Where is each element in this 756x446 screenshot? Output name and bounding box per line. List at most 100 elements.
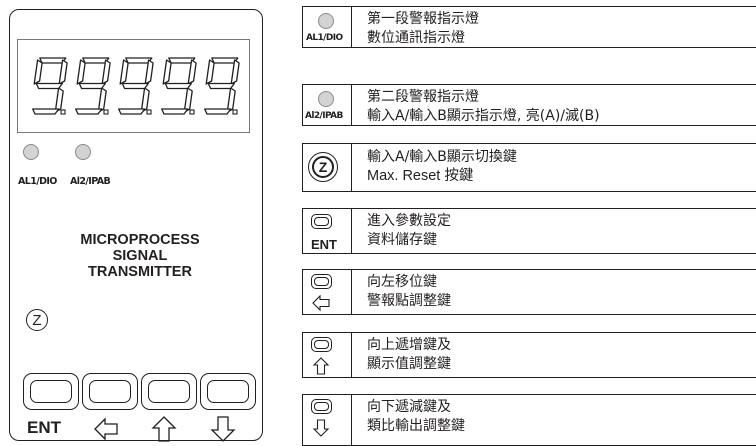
digit-segment: [119, 59, 129, 85]
digit-segment: [35, 82, 63, 90]
z-button-label: Z: [32, 311, 42, 329]
row-description: 向下遞減鍵及 類比輸出調整鍵: [367, 398, 465, 436]
digit-segment: [183, 87, 193, 113]
row-line: 類比輸出調整鍵: [367, 418, 465, 434]
legend-row-al2: Al2/IPAB 第二段警報指示燈 輸入A/輸入B顯示指示燈, 亮(A)/滅(B…: [302, 84, 756, 126]
decimal-point: [103, 109, 109, 115]
row-divider: [351, 270, 352, 314]
left-key-inner: [89, 380, 131, 403]
row-divider: [351, 333, 352, 377]
legend-row-left-key: 向左移位鍵 警報點調整鍵: [302, 269, 756, 315]
row-line: 輸入A/輸入B顯示切換鍵: [367, 149, 517, 165]
digit-segment: [144, 59, 154, 85]
row-line: 警報點調整鍵: [367, 293, 451, 309]
left-arrow-icon: [94, 417, 118, 441]
front-panel: [9, 9, 263, 441]
row-line: 輸入A/輸入B顯示指示燈, 亮(A)/滅(B): [367, 108, 600, 124]
row-line: 第一段警報指示燈: [367, 11, 479, 27]
row-divider: [351, 144, 352, 191]
digit-segment: [164, 82, 192, 90]
left-arrow-key-icon: [303, 270, 351, 314]
down-key[interactable]: [200, 373, 256, 410]
up-key-icon-shape: [311, 337, 332, 352]
digit-segment: [101, 59, 111, 85]
digit-segment: [226, 87, 236, 113]
device-title-line-1: MICROPROCESS: [80, 232, 200, 248]
row-divider: [351, 7, 352, 47]
row-divider: [351, 85, 352, 125]
digit-segment: [75, 108, 103, 115]
digit-segment: [207, 82, 235, 90]
legend-row-down-key: 向下遞減鍵及 類比輸出調整鍵: [302, 394, 756, 446]
legend-row-al1: AL1/DIO 第一段警報指示燈 數位通訊指示燈: [302, 6, 756, 48]
digit-segment: [58, 59, 68, 85]
digit-segment: [230, 59, 240, 85]
row-description: 第一段警報指示燈 數位通訊指示燈: [367, 10, 479, 48]
led-icon-dot: [318, 13, 334, 29]
row-description: 進入參數設定 資料儲存鍵: [367, 212, 451, 250]
row-description: 第二段警報指示燈 輸入A/輸入B顯示指示燈, 亮(A)/滅(B): [367, 88, 600, 126]
z-key-icon: Z: [303, 144, 351, 191]
al2-ipab-label: Al2/IPAB: [70, 176, 111, 187]
row-line: 向左移位鍵: [367, 274, 437, 290]
row-line: Max. Reset 按鍵: [367, 168, 474, 184]
led-icon: Al2/IPAB: [303, 85, 351, 125]
al1-dio-led-icon: [23, 144, 39, 160]
legend-row-ent-key: ENT 進入參數設定 資料儲存鍵: [302, 208, 756, 254]
down-arrow-icon: [312, 419, 330, 437]
decimal-point: [189, 109, 195, 115]
legend-row-z-key: Z 輸入A/輸入B顯示切換鍵 Max. Reset 按鍵: [302, 143, 756, 192]
z-key-icon-label: Z: [318, 159, 328, 175]
device-title-line-3: TRANSMITTER: [88, 264, 192, 280]
row-divider: [351, 209, 352, 253]
al2-ipab-led-icon: [75, 144, 91, 160]
row-line: 數位通訊指示燈: [367, 30, 465, 46]
digit-segment: [205, 59, 215, 85]
digit-segment: [121, 82, 149, 90]
row-divider: [351, 395, 352, 445]
ent-key-icon-shape: [311, 214, 332, 229]
al1-dio-label: AL1/DIO: [18, 176, 57, 187]
z-key-outer-ring: [308, 152, 338, 182]
row-line: 向上遞增鍵及: [367, 337, 451, 353]
decimal-point: [146, 109, 152, 115]
digit-segment: [54, 87, 64, 113]
digit-segment: [162, 59, 172, 85]
down-key-inner: [207, 380, 249, 403]
ent-key[interactable]: [23, 373, 79, 410]
left-key[interactable]: [82, 373, 138, 410]
legend-row-up-key: 向上遞增鍵及 顯示值調整鍵: [302, 332, 756, 378]
ent-key-inner: [30, 380, 72, 403]
decimal-point: [60, 109, 66, 115]
ent-key-icon: ENT: [303, 209, 351, 253]
left-arrow-icon: [312, 294, 330, 312]
display-digits: [32, 57, 240, 115]
digit-segment: [32, 108, 60, 115]
row-line: 第二段警報指示燈: [367, 89, 479, 105]
down-arrow-key-icon: [303, 395, 351, 445]
up-arrow-icon: [312, 357, 330, 375]
led-icon-dot: [318, 91, 334, 107]
row-line: 進入參數設定: [367, 213, 451, 229]
up-key[interactable]: [141, 373, 197, 410]
decimal-point: [232, 109, 238, 115]
row-icon-label: ENT: [311, 237, 337, 252]
seven-segment-display: [17, 39, 250, 133]
digit-segment: [97, 87, 107, 113]
device-title-line-2: SIGNAL: [112, 248, 168, 264]
digit-segment: [118, 108, 146, 115]
row-line: 向下遞減鍵及: [367, 399, 451, 415]
up-key-inner: [148, 380, 190, 403]
down-arrow-icon: [210, 416, 236, 442]
z-button[interactable]: Z: [26, 309, 48, 331]
row-line: 顯示值調整鍵: [367, 356, 451, 372]
digit-segment: [187, 59, 197, 85]
digit-segment: [140, 87, 150, 113]
row-icon-label: AL1/DIO: [306, 33, 343, 43]
up-arrow-icon: [151, 416, 177, 442]
down-key-icon-shape: [311, 399, 332, 414]
row-description: 向左移位鍵 警報點調整鍵: [367, 273, 451, 311]
digit-segment: [78, 82, 106, 90]
digit-segment: [204, 108, 232, 115]
ent-key-label: ENT: [27, 418, 61, 437]
